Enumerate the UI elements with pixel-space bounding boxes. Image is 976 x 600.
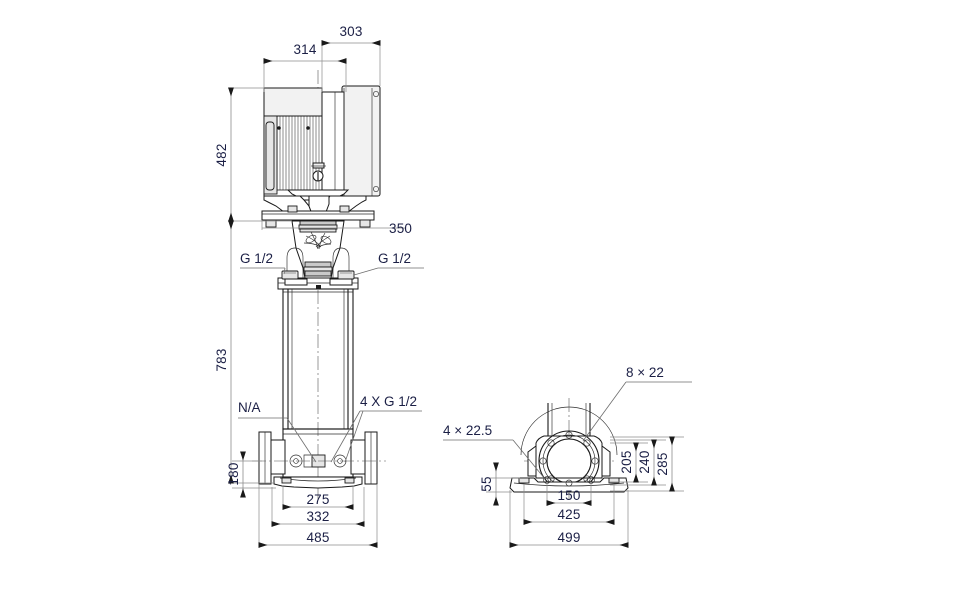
side-rib-left bbox=[527, 445, 537, 477]
guard-band-5 bbox=[303, 266, 333, 272]
motor-bolt-left bbox=[277, 126, 281, 130]
leader-4xg12-arm-2 bbox=[344, 410, 364, 463]
bolt-hole-8 bbox=[547, 439, 555, 447]
dim-180-text: 180 bbox=[226, 462, 241, 485]
motor-stool-plate bbox=[261, 210, 375, 221]
drain-boss-center-left bbox=[303, 454, 313, 468]
label-na: N/A bbox=[238, 400, 261, 415]
dim-240-text: 240 bbox=[637, 450, 652, 473]
bolt-hole-7 bbox=[539, 457, 547, 465]
motor-end-cap bbox=[263, 87, 323, 117]
label-4x225: 4 × 22.5 bbox=[443, 423, 492, 438]
vent-pipe-right bbox=[332, 247, 350, 278]
stool-bolt-right bbox=[359, 219, 371, 228]
discharge-neck-right bbox=[350, 439, 366, 475]
stool-bolt-top-right bbox=[339, 205, 350, 213]
dim-285-text: 285 bbox=[655, 452, 670, 475]
dim-425-text: 425 bbox=[557, 507, 580, 522]
gauge-plug-left bbox=[284, 278, 308, 286]
guard-band-3 bbox=[299, 228, 337, 233]
front-view-leaders: G 1/2 G 1/2 N/A 4 X G 1/2 bbox=[238, 251, 424, 463]
guard-band-1 bbox=[299, 220, 337, 226]
dim-499-text: 499 bbox=[557, 530, 580, 545]
side-view-leaders: 8 × 22 4 × 22.5 bbox=[443, 365, 692, 480]
gauge-port-boss-right bbox=[337, 270, 355, 280]
dim-314-text: 314 bbox=[293, 42, 316, 57]
dim-783-text: 783 bbox=[214, 348, 229, 371]
stool-bolt-top-left bbox=[287, 205, 298, 213]
side-foot-pad-right bbox=[608, 477, 620, 484]
dim-205-text: 205 bbox=[619, 450, 634, 473]
side-view-geometry bbox=[509, 398, 629, 500]
foot-bolt-pad-left bbox=[281, 477, 292, 484]
leader-4xg12-arm-1 bbox=[330, 410, 361, 463]
terminal-box-screw-bl bbox=[373, 186, 379, 192]
guard-band-4 bbox=[304, 261, 332, 268]
side-drain-hole-center bbox=[565, 479, 573, 487]
front-view-geometry bbox=[252, 70, 386, 500]
label-8x22: 8 × 22 bbox=[626, 365, 664, 380]
side-foot-pad-left bbox=[518, 477, 530, 484]
front-view-dimensions: 303 314 482 350 783 180 bbox=[214, 24, 412, 548]
dim-485-text: 485 bbox=[306, 530, 329, 545]
shaft-coupling-nut bbox=[312, 162, 325, 169]
coupling-star-symbol bbox=[303, 231, 332, 250]
bolt-hole-2 bbox=[583, 439, 591, 447]
side-rib-right bbox=[601, 445, 611, 477]
dim-482-text: 482 bbox=[214, 143, 229, 166]
vent-pipe-left bbox=[286, 247, 304, 278]
leader-g12-left-arm bbox=[283, 267, 286, 275]
label-g12-left: G 1/2 bbox=[240, 251, 273, 266]
motor-flange-plate bbox=[286, 189, 350, 197]
motor-bolt-right bbox=[306, 126, 310, 130]
leader-na-arm bbox=[286, 417, 317, 463]
side-view-dimensions: 205 240 285 55 150 425 bbox=[479, 436, 684, 548]
bolt-hole-3 bbox=[591, 457, 599, 465]
dim-332-text: 332 bbox=[306, 509, 329, 524]
leader-4x225-arm bbox=[512, 439, 546, 480]
dim-275-text: 275 bbox=[306, 492, 329, 507]
suction-neck-left bbox=[270, 439, 286, 475]
stool-bolt-left bbox=[265, 219, 277, 228]
terminal-box-neck bbox=[321, 91, 345, 195]
guard-band-6 bbox=[304, 270, 332, 277]
terminal-box-screw-tl bbox=[373, 91, 379, 97]
dim-55-text: 55 bbox=[479, 476, 494, 491]
leader-8x22-arm bbox=[582, 381, 627, 442]
foot-bolt-pad-right bbox=[344, 477, 355, 484]
terminal-box bbox=[341, 85, 381, 197]
dim-150-text: 150 bbox=[557, 488, 580, 503]
nameplate-mark bbox=[316, 285, 321, 289]
label-g12-right: G 1/2 bbox=[378, 251, 411, 266]
dim-350-text: 350 bbox=[389, 221, 412, 236]
leader-g12-right-arm bbox=[353, 267, 379, 276]
side-baseplate bbox=[509, 477, 629, 493]
bolt-hole-1 bbox=[565, 431, 573, 439]
gauge-plug-right bbox=[329, 278, 353, 286]
dim-303-text: 303 bbox=[339, 24, 362, 39]
motor-side-rib bbox=[265, 121, 275, 191]
label-4xg12: 4 X G 1/2 bbox=[360, 394, 417, 409]
